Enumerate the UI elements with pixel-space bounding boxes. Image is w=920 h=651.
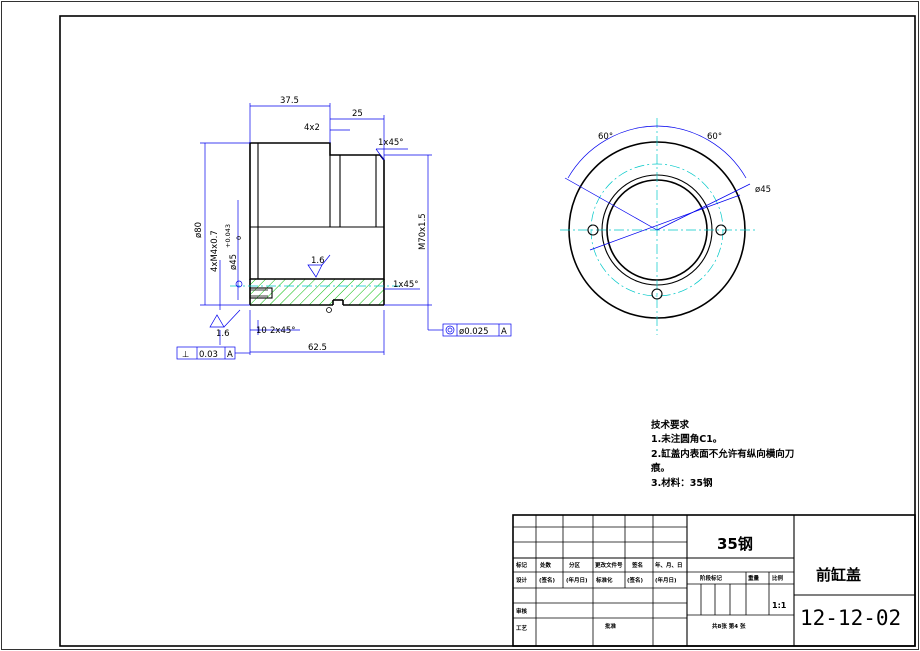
concentricity-frame: ø0.025 A bbox=[427, 305, 512, 337]
dim-bore-tol-upper: +0.043 bbox=[224, 224, 232, 248]
hdr-date: 年、月、日 bbox=[655, 561, 683, 569]
technical-notes: 技术要求 1.未注圆角C1。 2.缸盖内表面不允许有纵向横向刀 痕。 3.材料：… bbox=[650, 419, 794, 489]
dim-thread-holes: 4xM4x0.7 bbox=[210, 230, 220, 272]
roughness-inner: 1.6 bbox=[311, 256, 325, 266]
standard-sign: (签名) bbox=[627, 576, 644, 584]
dim-outer-diameter: ø80 bbox=[194, 222, 204, 238]
dim-25: 25 bbox=[352, 109, 363, 119]
notes-title: 技术要求 bbox=[651, 419, 690, 431]
standard-label: 标准化 bbox=[595, 576, 613, 584]
dim-groove: 4x2 bbox=[304, 123, 320, 133]
section-dimensions: 37.5 25 4x2 1x45° ø80 4xM4x0.7 ø45 +0.04… bbox=[194, 96, 432, 355]
hdr-mark: 标记 bbox=[515, 561, 528, 569]
inner-frame bbox=[59, 15, 916, 647]
approve-label: 批准 bbox=[605, 622, 617, 630]
notes-line3: 3.材料：35钢 bbox=[651, 477, 713, 489]
design-date: (年月日) bbox=[566, 576, 588, 584]
standard-date: (年月日) bbox=[655, 576, 677, 584]
section-hatch bbox=[250, 279, 384, 305]
perp-datum: A bbox=[227, 350, 233, 360]
perp-value: 0.03 bbox=[199, 350, 218, 360]
perp-symbol: ⊥ bbox=[182, 350, 189, 360]
dim-total-length: 62.5 bbox=[308, 343, 327, 353]
roughness-left: 1.6 bbox=[216, 329, 230, 339]
dim-chamfer-bottom: 2x45° bbox=[270, 326, 296, 336]
sheets-label: 共8张 第4 张 bbox=[712, 622, 746, 630]
perpendicularity-frame: ⊥ 0.03 A bbox=[176, 346, 250, 360]
front-view: ø45 60° 60° bbox=[560, 118, 771, 335]
dim-37-5: 37.5 bbox=[280, 96, 299, 106]
notes-line2a: 2.缸盖内表面不允许有纵向横向刀 bbox=[651, 448, 794, 460]
part-name: 前缸盖 bbox=[816, 566, 861, 584]
dim-depth: 10 bbox=[256, 326, 267, 336]
section-view bbox=[230, 142, 400, 313]
scale-label: 比例 bbox=[772, 574, 784, 582]
scale-value: 1:1 bbox=[772, 601, 787, 610]
conc-value: ø0.025 bbox=[459, 327, 489, 337]
weight-label: 重量 bbox=[748, 574, 760, 582]
angle-right: 60° bbox=[707, 132, 722, 142]
angle-left: 60° bbox=[598, 132, 613, 142]
hdr-count: 处数 bbox=[539, 561, 552, 569]
stage-label: 阶段标记 bbox=[700, 574, 723, 582]
title-block: 35钢 前缸盖 12-12-02 1:1 标记 处数 分区 更改文件号 签名 年… bbox=[512, 514, 916, 647]
dim-chamfer-top: 1x45° bbox=[378, 138, 404, 148]
process-label: 工艺 bbox=[516, 624, 528, 632]
title-material: 35钢 bbox=[717, 535, 753, 553]
notes-line1: 1.未注圆角C1。 bbox=[651, 433, 722, 445]
dim-chamfer-right: 1x45° bbox=[393, 280, 419, 290]
design-label: 设计 bbox=[516, 576, 528, 584]
drawing-number: 12-12-02 bbox=[800, 606, 901, 630]
hdr-change-doc: 更改文件号 bbox=[595, 561, 623, 569]
conc-datum: A bbox=[501, 327, 507, 337]
hdr-zone: 分区 bbox=[569, 561, 581, 569]
design-sign: (签名) bbox=[539, 576, 556, 584]
notes-line2b: 痕。 bbox=[650, 462, 670, 474]
dim-bore-tol-lower: 0 bbox=[235, 236, 243, 240]
front-pcd-label: ø45 bbox=[755, 185, 771, 195]
hdr-sign: 签名 bbox=[631, 561, 643, 569]
review-label: 审核 bbox=[516, 607, 528, 615]
dim-bore: ø45 bbox=[229, 254, 239, 270]
dim-thread-right: M70x1.5 bbox=[418, 213, 428, 250]
